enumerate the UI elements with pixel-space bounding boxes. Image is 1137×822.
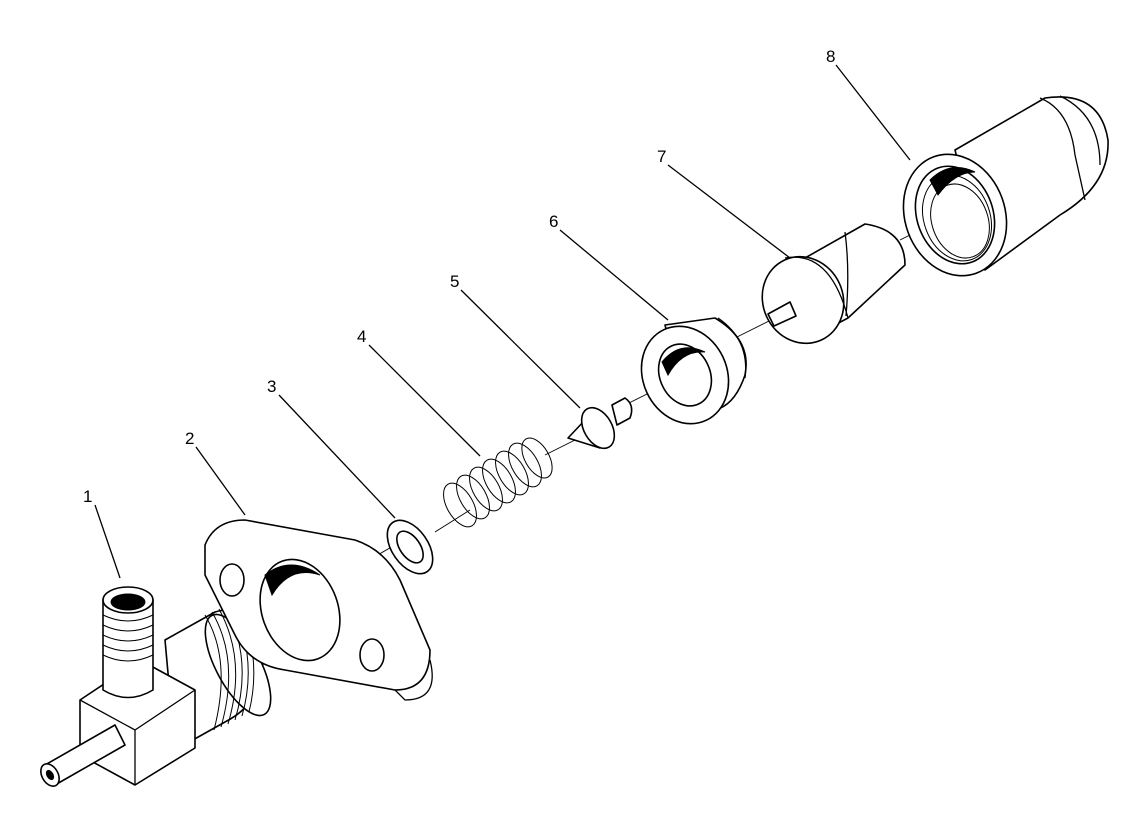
part-6-seat — [640, 317, 747, 425]
callout-labels: 1 2 3 4 5 6 7 8 — [83, 47, 835, 506]
callout-1: 1 — [83, 487, 92, 506]
part-4-spring — [443, 437, 553, 528]
callout-7: 7 — [657, 147, 666, 166]
callout-5: 5 — [450, 272, 459, 291]
callout-8: 8 — [826, 47, 835, 66]
callout-3: 3 — [267, 377, 276, 396]
part-2-flange — [204, 519, 433, 701]
part-7-piston — [761, 223, 906, 345]
part-8-cap — [902, 95, 1109, 277]
part-3-washer — [386, 519, 434, 575]
leader-lines — [94, 64, 911, 579]
part-1-fitting — [40, 586, 272, 787]
callout-2: 2 — [185, 429, 194, 448]
callout-4: 4 — [357, 327, 366, 346]
callout-6: 6 — [549, 212, 558, 231]
part-5-valve — [567, 397, 633, 450]
